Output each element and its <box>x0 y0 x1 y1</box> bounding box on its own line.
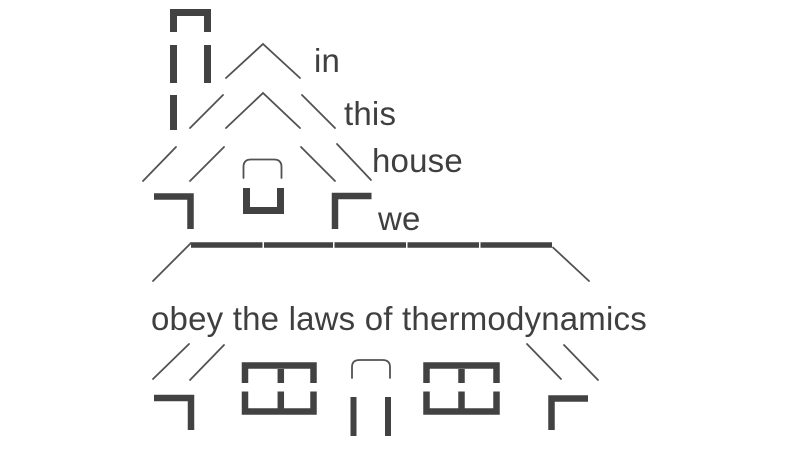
window-right-bottom-frame <box>423 391 500 415</box>
thick-linework <box>154 9 588 436</box>
roof-mid-chevron <box>225 91 301 129</box>
caption-thermodynamics: obey the laws of thermodynamics <box>151 300 647 337</box>
eaves-slash-left <box>152 242 192 282</box>
lower-wall-corner-right <box>548 395 588 430</box>
eaves-slash-right <box>552 246 590 282</box>
roof-low-slash-left-inner <box>189 146 225 182</box>
lower-slash-right-outer <box>563 344 599 381</box>
window-right-top-frame <box>423 362 500 383</box>
word-house: house <box>372 142 463 179</box>
door-arch <box>351 359 391 379</box>
meme-text: in this house we obey the laws of thermo… <box>151 42 647 337</box>
attic-window-arch <box>242 158 283 179</box>
lower-slash-left-inner <box>189 344 225 381</box>
roof-peak-chevron <box>225 42 301 79</box>
upper-wall-corner-right <box>331 192 372 229</box>
roof-mid-slash-left <box>189 94 224 129</box>
roof-mid-slash-right <box>301 94 336 129</box>
window-left <box>241 362 317 415</box>
word-this: this <box>344 95 396 132</box>
window-left-bottom-frame <box>241 391 317 415</box>
chimney-top-bracket <box>170 9 211 32</box>
window-left-top-frame <box>241 362 317 383</box>
roof-low-slash-right-outer <box>336 143 372 181</box>
lower-slash-left-outer <box>152 343 190 380</box>
upper-wall-corner-left <box>154 193 194 229</box>
roof-low-slash-right-inner <box>300 146 336 182</box>
roof-low-slash-left-outer <box>142 146 177 182</box>
word-we: we <box>377 200 421 237</box>
word-in: in <box>314 42 340 79</box>
attic-window-frame <box>243 188 284 214</box>
lower-wall-corner-left <box>154 394 195 430</box>
lower-slash-right-inner <box>526 343 562 380</box>
window-right <box>423 362 500 415</box>
thin-linework <box>142 42 599 381</box>
